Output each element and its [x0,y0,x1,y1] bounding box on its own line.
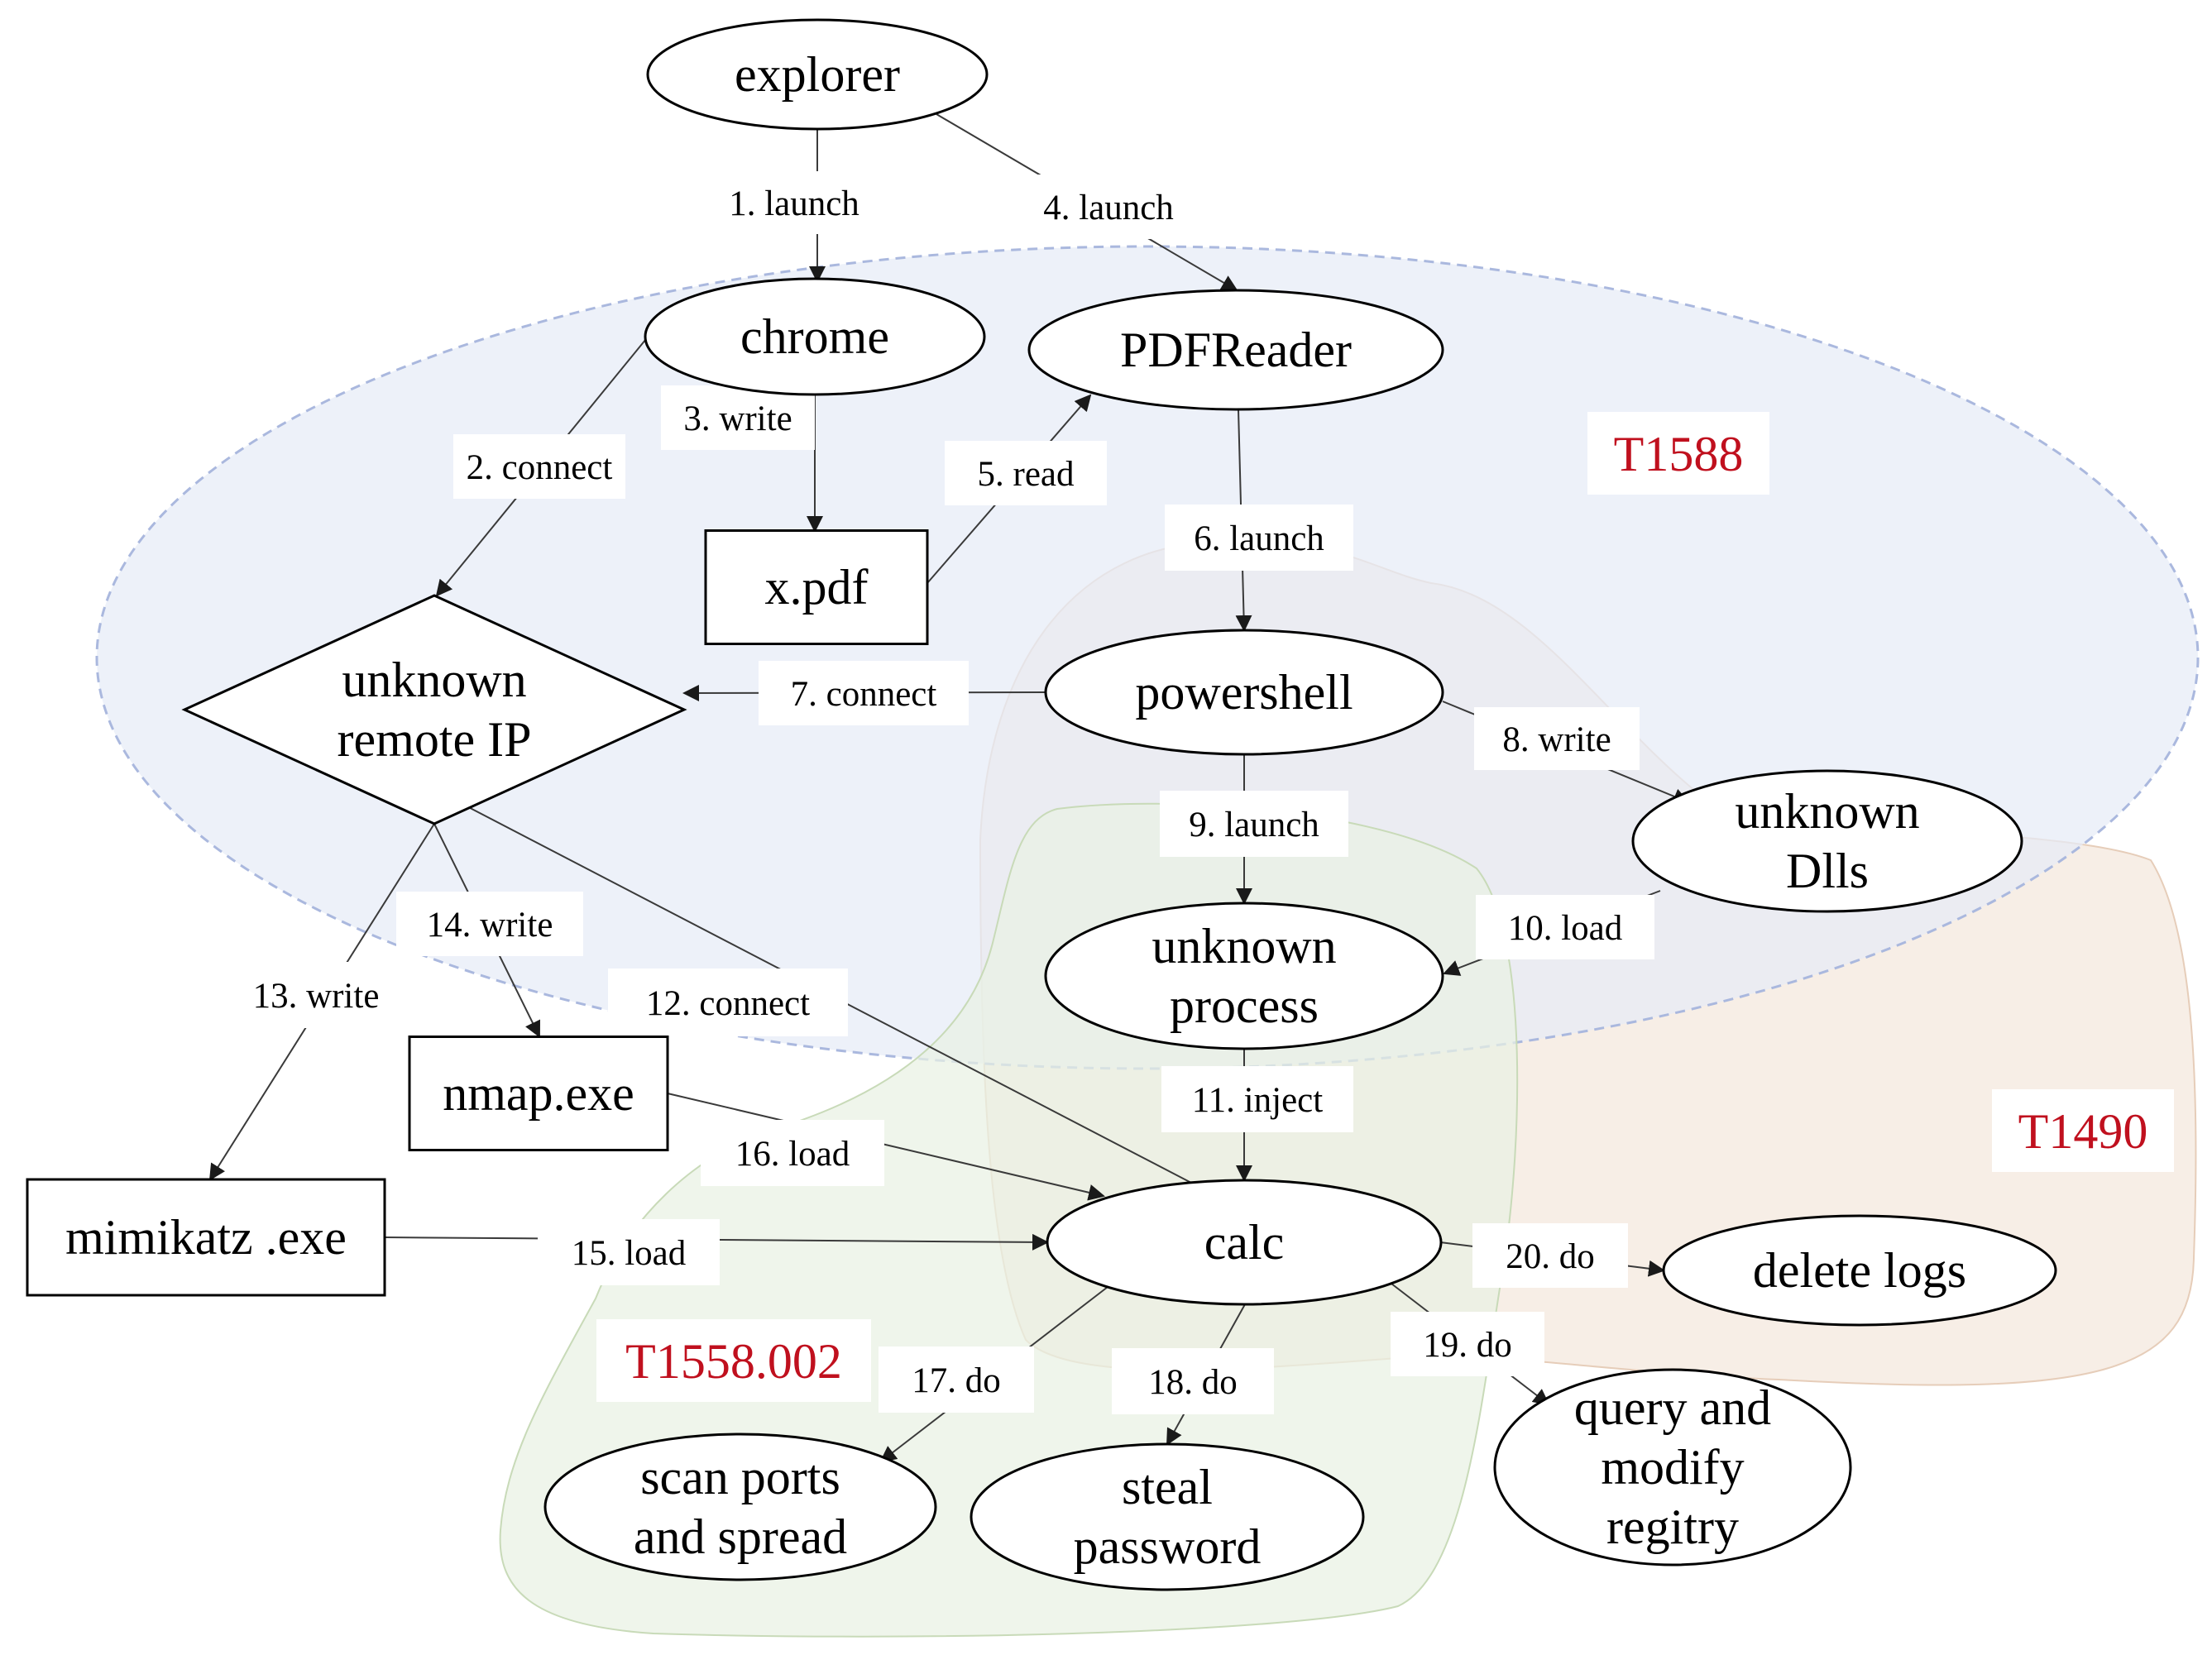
edge-label-text: 1. launch [729,184,859,223]
node-label-line: and spread [634,1509,847,1564]
edge-label-text: 18. do [1148,1363,1238,1402]
edge-label-e14: 14. write [396,892,583,956]
edge-label-text: 19. do [1423,1326,1512,1365]
edge-label-text: 16. load [735,1135,850,1174]
edge-label-e13: 13. write [223,962,409,1028]
node-label-line: unknown [342,653,526,707]
edge-label-text: 17. do [912,1361,1001,1400]
edge-label-text: 13. write [253,977,380,1016]
edge-label-e17: 17. do [879,1346,1034,1413]
edge-label-e19: 19. do [1391,1312,1544,1376]
edge-label-e9: 9. launch [1160,791,1348,857]
edge-label-text: 4. launch [1043,189,1174,227]
edge-label-e7: 7. connect [759,661,969,725]
node-label-line: steal [1122,1460,1213,1514]
node-label-line: unknown [1151,919,1336,973]
edge-label-e4: 4. launch [1022,175,1195,239]
edge-label-text: 7. connect [791,675,937,714]
node-label-line: chrome [740,309,889,364]
edge-label-e16: 16. load [701,1120,884,1186]
edge-label-e20: 20. do [1472,1223,1628,1288]
edge-nmap-to-calc [667,1093,1105,1201]
edge-label-text: 10. load [1508,909,1623,948]
node-mimikatz[interactable]: mimikatz .exe [26,1178,386,1297]
edge-label-text: 15. load [572,1234,687,1273]
node-powershell[interactable]: powershell [1044,629,1444,756]
edge-label-text: 14. write [427,906,553,945]
edge-label-e15: 15. load [538,1219,720,1285]
node-label-line: powershell [1135,665,1353,720]
edge-label-text: 3. write [683,399,792,438]
edge-label-e6: 6. launch [1165,505,1353,571]
node-chrome[interactable]: chrome [644,277,986,396]
edge-label-e11: 11. inject [1161,1066,1353,1132]
edge-label-text: 9. launch [1189,806,1319,844]
node-calc[interactable]: calc [1046,1179,1443,1306]
node-label-line: password [1074,1519,1262,1574]
node-label-line: scan ports [640,1450,840,1504]
node-xpdf[interactable]: x.pdf [704,529,929,645]
edge-label-text: 6. launch [1194,519,1324,558]
edge-label-e8: 8. write [1474,707,1640,770]
node-label-line: process [1170,978,1319,1033]
node-label-line: mimikatz .exe [65,1210,347,1265]
edge-label-e12: 12. connect [608,969,848,1036]
edge-label-e2: 2. connect [453,434,625,499]
node-label-line: PDFReader [1120,323,1352,377]
edge-label-e1: 1. launch [716,171,873,234]
node-explorer[interactable]: explorer [646,18,989,131]
region-label-text: T1588 [1614,427,1744,481]
edge-label-e3: 3. write [661,385,815,450]
edge-label-e18: 18. do [1112,1348,1274,1414]
region-label-T1558: T1558.002 [596,1319,871,1402]
edge-label-text: 2. connect [467,448,613,487]
edge-label-text: 5. read [978,455,1075,494]
node-label-line: modify [1601,1440,1744,1495]
node-pdfreader[interactable]: PDFReader [1027,289,1444,411]
edge-label-text: 12. connect [646,984,810,1023]
edge-label-text: 20. do [1506,1237,1595,1276]
node-deletelogs[interactable]: delete logs [1662,1214,2057,1327]
node-label-line: query and [1574,1380,1771,1435]
node-label-line: regitry [1606,1500,1739,1554]
node-label-line: remote IP [338,712,532,767]
region-label-T1588: T1588 [1587,412,1769,495]
edge-label-e5: 5. read [945,441,1107,505]
edge-label-text: 11. inject [1192,1081,1323,1120]
region-label-text: T1490 [2018,1104,2148,1159]
node-label-line: Dlls [1786,844,1869,898]
node-label-line: unknown [1735,784,1919,839]
node-label-line: explorer [735,47,900,102]
node-nmap[interactable]: nmap.exe [408,1036,669,1151]
edge-label-text: 8. write [1502,720,1611,759]
node-label-line: x.pdf [765,560,869,615]
node-label-line: calc [1204,1215,1285,1270]
edge-label-e10: 10. load [1476,895,1654,959]
region-label-T1490: T1490 [1992,1089,2174,1172]
node-label-line: nmap.exe [443,1066,634,1121]
region-label-text: T1558.002 [625,1334,842,1389]
node-label-line: delete logs [1753,1243,1966,1298]
